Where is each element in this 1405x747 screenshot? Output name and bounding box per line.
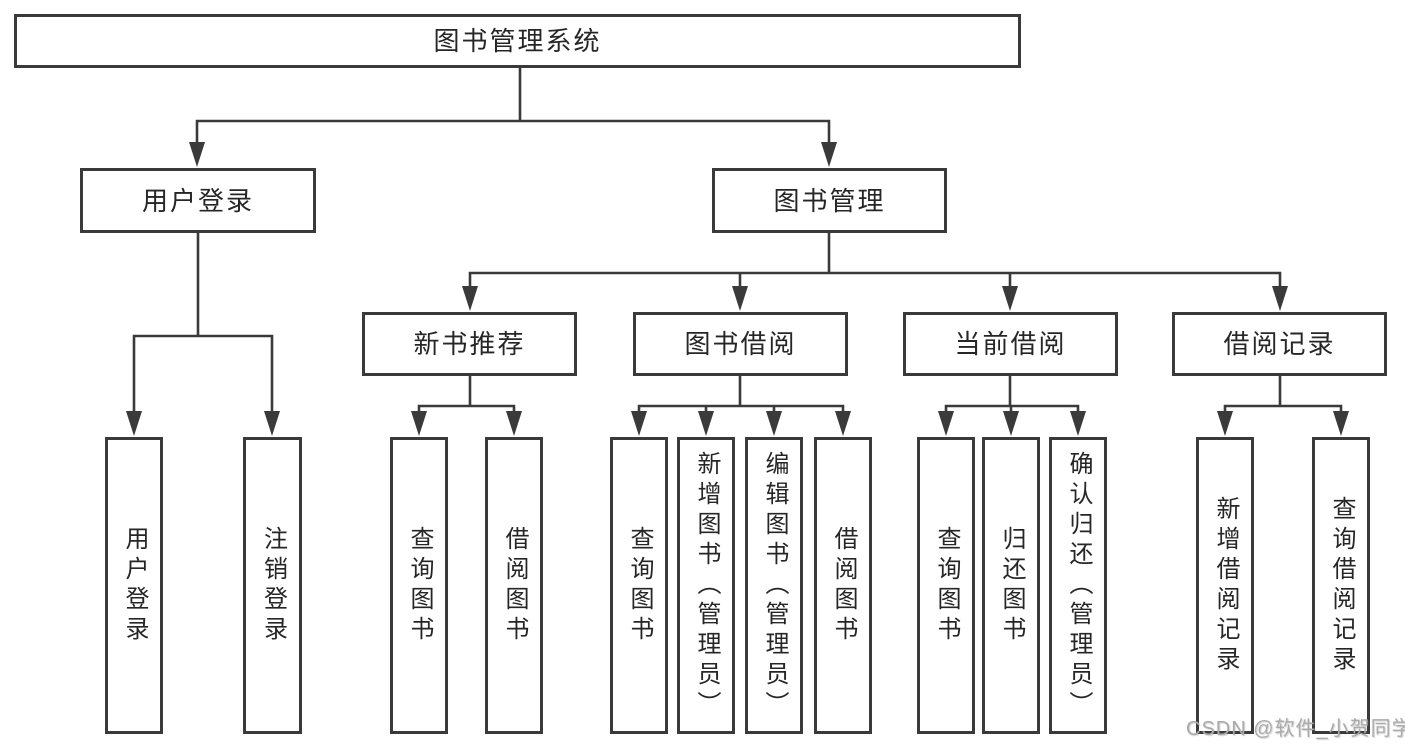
- arrowhead: [835, 411, 851, 436]
- leaf-query-books-borrow-label: 查询图书: [626, 525, 653, 646]
- connector-new-book-recommend: [417, 374, 516, 416]
- leaf-add-books-admin-label: 新增图书（管理员）: [693, 450, 720, 721]
- node-book-borrow-label: 图书借阅: [684, 329, 797, 359]
- arrowhead: [821, 142, 837, 167]
- leaf-query-books-recommend-label: 查询图书: [406, 525, 433, 646]
- node-user-login-label: 用户登录: [141, 185, 254, 216]
- leaf-logout-label: 注销登录: [259, 525, 287, 646]
- arrowhead: [1333, 411, 1349, 436]
- leaf-edit-books-admin-label: 编辑图书（管理员）: [761, 450, 788, 721]
- leaf-logout: 注销登录: [243, 437, 302, 734]
- arrowhead: [189, 142, 205, 167]
- node-new-book-recommend-label: 新书推荐: [413, 329, 526, 359]
- arrowhead: [462, 286, 478, 311]
- node-book-borrow: 图书借阅: [633, 312, 848, 376]
- node-user-login: 用户登录: [80, 168, 316, 233]
- leaf-add-borrow-record-label: 新增借阅记录: [1212, 495, 1239, 676]
- connector-book-management: [468, 231, 1282, 291]
- connector-borrow-records: [1223, 374, 1343, 416]
- node-root: 图书管理系统: [14, 14, 1021, 68]
- connector-current-borrow: [944, 374, 1080, 416]
- leaf-borrow-books-recommend-label: 借阅图书: [501, 525, 528, 646]
- arrowhead: [631, 411, 647, 436]
- arrowhead: [766, 411, 782, 436]
- leaf-query-books-recommend: 查询图书: [390, 437, 448, 734]
- node-new-book-recommend: 新书推荐: [362, 312, 577, 376]
- leaf-borrow-books-borrow-label: 借阅图书: [830, 525, 857, 646]
- arrowhead: [126, 411, 142, 436]
- node-book-management: 图书管理: [712, 168, 947, 233]
- leaf-query-borrow-record-label: 查询借阅记录: [1328, 495, 1355, 676]
- node-borrow-records-label: 借阅记录: [1223, 329, 1336, 359]
- leaf-user-login: 用户登录: [105, 437, 163, 734]
- node-borrow-records: 借阅记录: [1172, 312, 1387, 376]
- arrowheads: [126, 142, 1349, 436]
- leaf-query-books-borrow: 查询图书: [610, 437, 668, 734]
- node-current-borrow: 当前借阅: [903, 312, 1118, 376]
- arrowhead: [1272, 286, 1288, 311]
- leaf-query-books-current-label: 查询图书: [933, 525, 960, 646]
- arrowhead: [1003, 411, 1019, 436]
- leaf-add-borrow-record: 新增借阅记录: [1196, 437, 1254, 734]
- connector-book-borrow: [637, 374, 845, 416]
- node-root-label: 图书管理系统: [433, 26, 602, 56]
- arrowhead: [1217, 411, 1233, 436]
- leaf-query-borrow-record: 查询借阅记录: [1312, 437, 1370, 734]
- leaf-confirm-return-admin: 确认归还（管理员）: [1049, 437, 1107, 734]
- arrowhead: [506, 411, 522, 436]
- arrowhead: [1002, 286, 1018, 311]
- connector-user-login: [132, 231, 274, 416]
- node-book-management-label: 图书管理: [773, 185, 886, 216]
- leaf-edit-books-admin: 编辑图书（管理员）: [745, 437, 803, 734]
- arrowhead: [732, 286, 748, 311]
- leaf-user-login-label: 用户登录: [121, 525, 148, 646]
- leaf-add-books-admin: 新增图书（管理员）: [677, 437, 735, 734]
- leaf-borrow-books-borrow: 借阅图书: [814, 437, 872, 734]
- arrowhead: [264, 411, 280, 436]
- csdn-watermark: CSDN @软件_小贺同学: [1186, 718, 1405, 740]
- node-current-borrow-label: 当前借阅: [954, 329, 1067, 359]
- arrowhead: [698, 411, 714, 436]
- arrowhead: [938, 411, 954, 436]
- connector-root: [195, 66, 831, 148]
- leaf-borrow-books-recommend: 借阅图书: [485, 437, 543, 734]
- leaf-confirm-return-admin-label: 确认归还（管理员）: [1065, 450, 1092, 721]
- leaf-return-books-label: 归还图书: [998, 525, 1025, 646]
- leaf-query-books-current: 查询图书: [917, 437, 975, 734]
- arrowhead: [411, 411, 427, 436]
- leaf-return-books: 归还图书: [982, 437, 1040, 734]
- arrowhead: [1070, 411, 1086, 436]
